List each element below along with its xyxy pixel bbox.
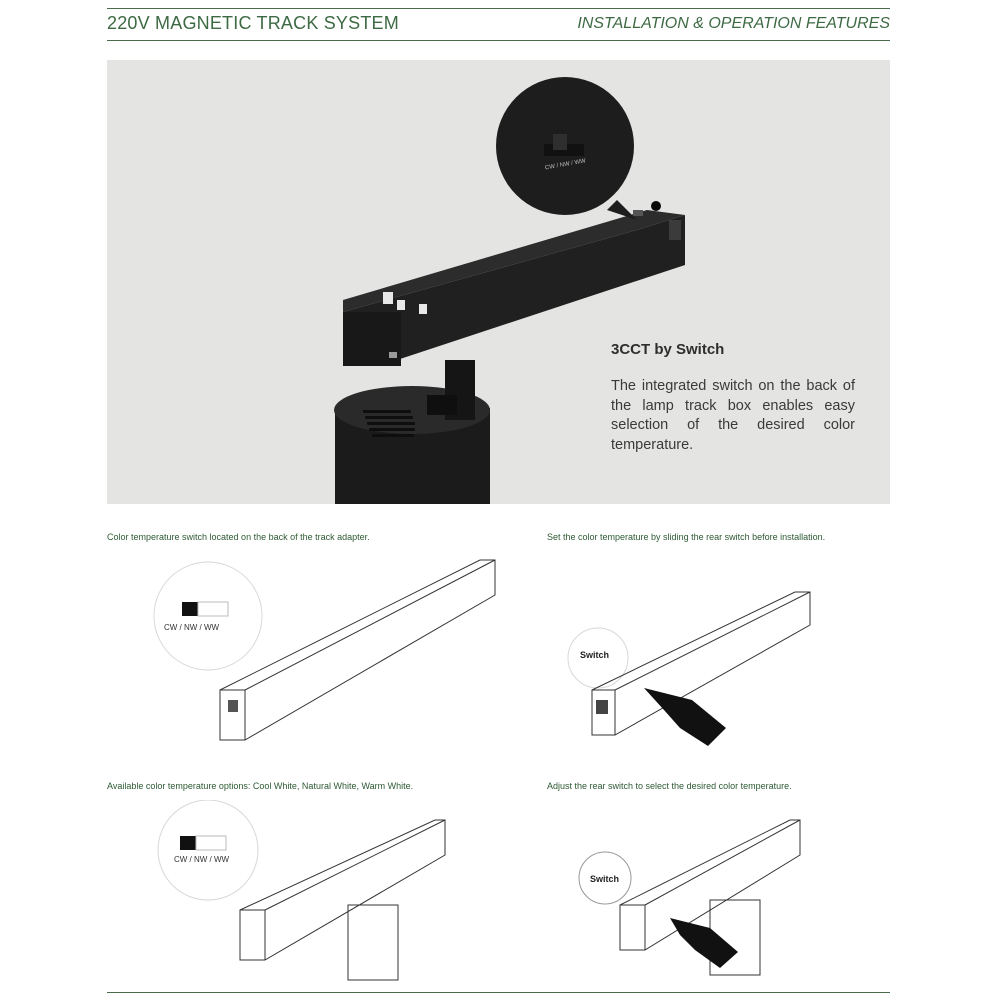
step-1-caption: Color temperature switch located on the …	[107, 532, 370, 542]
callout-text: CW / NW / WW	[164, 623, 220, 632]
hero-panel: CW / NW / WW 3CCT by Switch The integrat…	[107, 60, 890, 504]
callout-text: Switch	[590, 874, 619, 884]
step-3-caption: Available color temperature options: Coo…	[107, 781, 414, 791]
track-adapter-illustration: CW / NW / WW	[334, 77, 685, 504]
callout-text: Switch	[580, 650, 609, 660]
step-2-diagram: Switch	[567, 591, 811, 746]
hero-title: 3CCT by Switch	[611, 341, 725, 358]
step-4-caption: Adjust the rear switch to select the des…	[547, 781, 792, 791]
hero-description: The integrated switch on the back of the…	[611, 378, 855, 453]
header-rule	[107, 40, 890, 41]
section-title: INSTALLATION & OPERATION FEATURES	[577, 15, 890, 32]
step-1-diagram: CW / NW / WW	[153, 559, 496, 741]
top-rule	[107, 8, 890, 9]
pointing-hand-icon	[644, 688, 726, 746]
footer-rule	[107, 992, 890, 993]
step-3-diagram: CW / NW / WW	[157, 800, 446, 981]
step-4-diagram: Switch	[578, 819, 801, 976]
pointing-hand-icon	[670, 918, 738, 968]
callout-text: CW / NW / WW	[174, 855, 230, 864]
page-title: 220V MAGNETIC TRACK SYSTEM	[107, 13, 399, 33]
step-2-caption: Set the color temperature by sliding the…	[547, 532, 826, 542]
